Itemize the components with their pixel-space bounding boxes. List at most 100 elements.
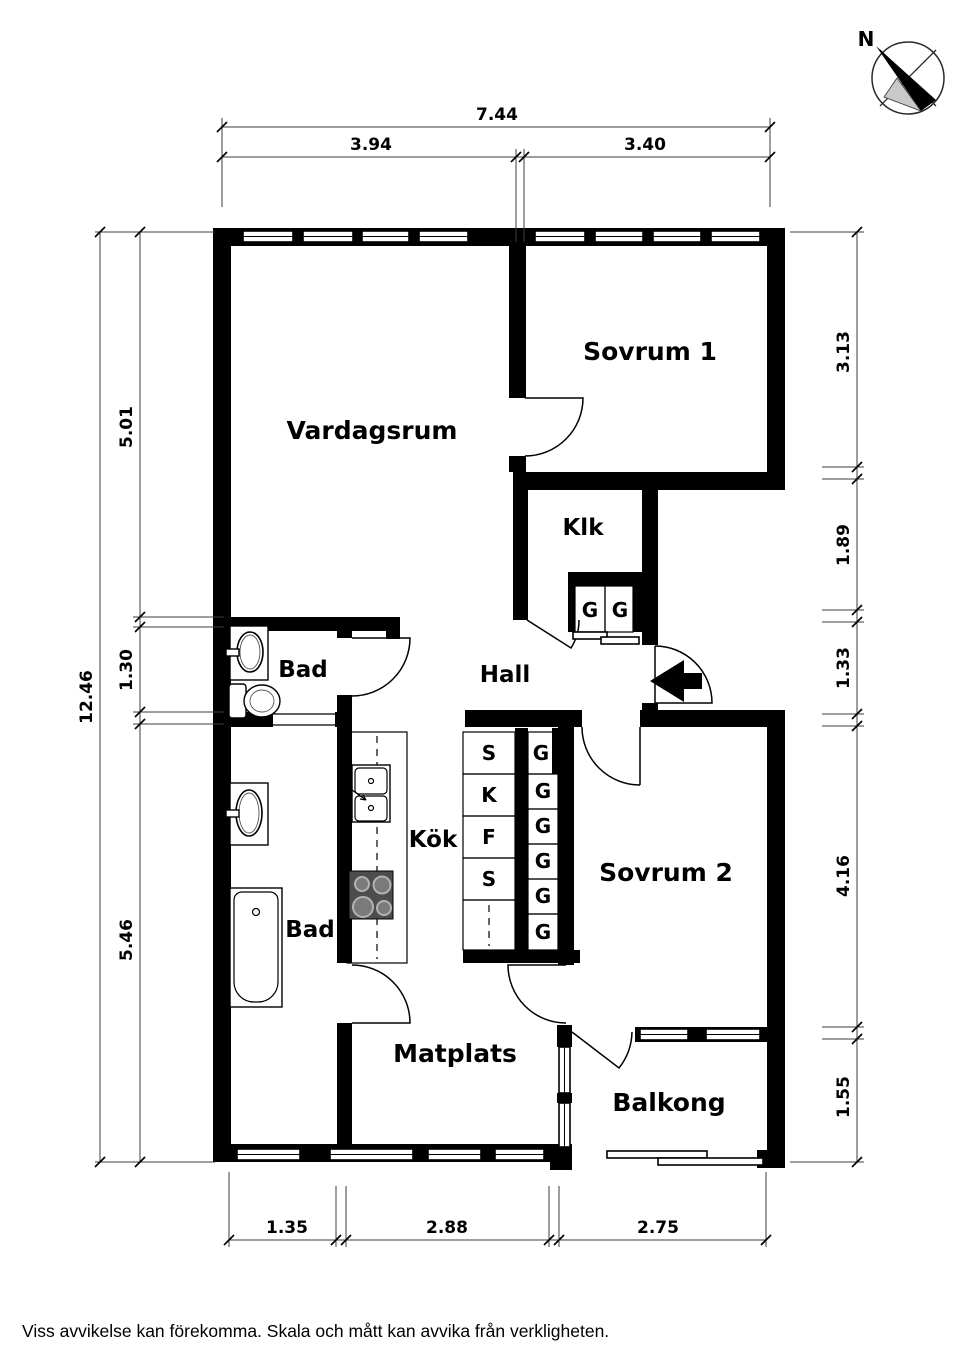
wall-segment (633, 586, 642, 632)
wall-segment (550, 1150, 572, 1170)
unit-label: K (481, 783, 498, 807)
disclaimer-text: Viss avvikelse kan förekomma. Skala och … (22, 1321, 609, 1341)
door-bad-lower (351, 964, 411, 1024)
door-sovrum2 (581, 726, 641, 786)
wardrobe-cell (527, 913, 559, 951)
dimension-bottom-segment: 2.75 (637, 1218, 679, 1238)
dimension-left-segment: 1.30 (117, 649, 137, 691)
dimension-right-segment: 1.33 (834, 647, 854, 689)
wall-segment (557, 1025, 572, 1047)
railing-segment (606, 1150, 708, 1159)
wardrobe-label: G (535, 814, 551, 838)
room-label-kok: Kök (409, 827, 458, 853)
door-bad-upper (351, 637, 411, 697)
compass-needle-icon (876, 46, 936, 111)
tap-icon (225, 809, 240, 818)
sliding-door (600, 636, 640, 645)
dimension-bottom-segment: 2.88 (426, 1218, 468, 1238)
entrance-arrow-icon (650, 660, 702, 702)
unit-label: S (482, 867, 496, 891)
wall-segment (509, 246, 526, 398)
dimension-right-segment: 1.55 (834, 1076, 854, 1118)
room-label-balkong: Balkong (612, 1088, 725, 1117)
dimensions-bottom: 1.35 2.88 2.75 (223, 1172, 772, 1247)
room-label-sovrum1: Sovrum 1 (583, 337, 717, 366)
wall-segment (337, 1023, 352, 1144)
wall-segment (757, 1150, 785, 1168)
room-label-sovrum2: Sovrum 2 (599, 858, 733, 887)
dimension-right-segment: 1.89 (834, 524, 854, 566)
door-sovrum1 (524, 397, 584, 457)
kitchen-sink (351, 764, 391, 823)
wall-segment (767, 228, 785, 490)
wall-segment (386, 617, 400, 639)
dimension-bottom-segment: 1.35 (266, 1218, 308, 1238)
room-label-vardagsrum: Vardagsrum (287, 416, 458, 445)
dimensions-left: 12.46 5.01 1.30 5.46 (77, 226, 224, 1168)
dimensions-right: 3.13 1.89 1.33 4.16 1.55 (790, 226, 864, 1168)
unit-label: S (482, 741, 496, 765)
wall-segment (513, 490, 528, 620)
wall-segment (568, 572, 642, 586)
railing-segment (657, 1157, 764, 1166)
wall-segment (337, 617, 352, 638)
compass-needle-tail (883, 77, 923, 112)
unit-cell (462, 899, 516, 951)
wardrobe-label: G (535, 884, 551, 908)
wall-segment (335, 712, 352, 727)
wall-segment (558, 727, 574, 965)
room-labels: Vardagsrum Sovrum 1 Klk Hall Bad Bad Kök… (278, 337, 733, 1117)
wardrobe-label: G (533, 741, 549, 765)
hall-wardrobes: G G (572, 585, 640, 645)
dimension-top-segment: 3.40 (624, 135, 666, 155)
wall-segment (642, 472, 658, 645)
dimension-total-width: 7.44 (476, 105, 518, 125)
wall-segment (640, 710, 785, 727)
dimension-right-segment: 4.16 (834, 855, 854, 897)
dimension-left-segment: 5.46 (117, 919, 137, 961)
wardrobe-label: G (582, 598, 598, 622)
wall-segment (213, 228, 231, 1162)
room-label-klk: Klk (562, 515, 604, 541)
wall-segment (509, 456, 526, 472)
bathtub-icon (229, 887, 283, 1008)
bathroom-upper-fixtures (225, 625, 281, 719)
unit-label: F (482, 825, 496, 849)
room-label-matplats: Matplats (393, 1039, 517, 1068)
kitchen-units: S K F S G G G G G G (346, 731, 559, 964)
door-matplats-sovrum2 (507, 964, 567, 1024)
wardrobe-label: G (535, 779, 551, 803)
wardrobe-label: G (612, 598, 628, 622)
kitchen-counter (346, 731, 408, 964)
wall-segment (767, 710, 785, 1163)
compass-rose: N (858, 27, 945, 115)
tap-icon (225, 648, 240, 657)
dimension-total-height: 12.46 (77, 670, 97, 724)
wardrobe-cell (604, 585, 634, 633)
room-label-hall: Hall (480, 662, 531, 688)
kitchen-wardrobes: G G G G G G (527, 731, 559, 951)
room-label-bad-lower: Bad (285, 917, 335, 943)
dimension-left-segment: 5.01 (117, 406, 137, 448)
opening-bad-passage (273, 713, 335, 726)
windows (236, 230, 761, 1161)
compass-north-label: N (858, 27, 875, 51)
kitchen-tall-units: S K F S (462, 731, 516, 951)
door-entrance (654, 645, 713, 704)
door-balkong (571, 1031, 633, 1070)
wall-segment (337, 727, 352, 963)
sliding-door (572, 631, 608, 640)
room-label-bad-upper: Bad (278, 657, 328, 683)
wall-segment (465, 710, 582, 727)
wardrobe-label: G (535, 849, 551, 873)
wall-segment (557, 1093, 572, 1103)
dimensions-top: 7.44 3.94 3.40 (216, 105, 776, 242)
wardrobe-label: G (535, 920, 551, 944)
wall-segment (515, 728, 528, 963)
balcony-railing (606, 1150, 764, 1166)
dimension-right-segment: 3.13 (834, 331, 854, 373)
wall-segment (568, 586, 575, 632)
bathroom-lower-fixtures (225, 782, 283, 1008)
